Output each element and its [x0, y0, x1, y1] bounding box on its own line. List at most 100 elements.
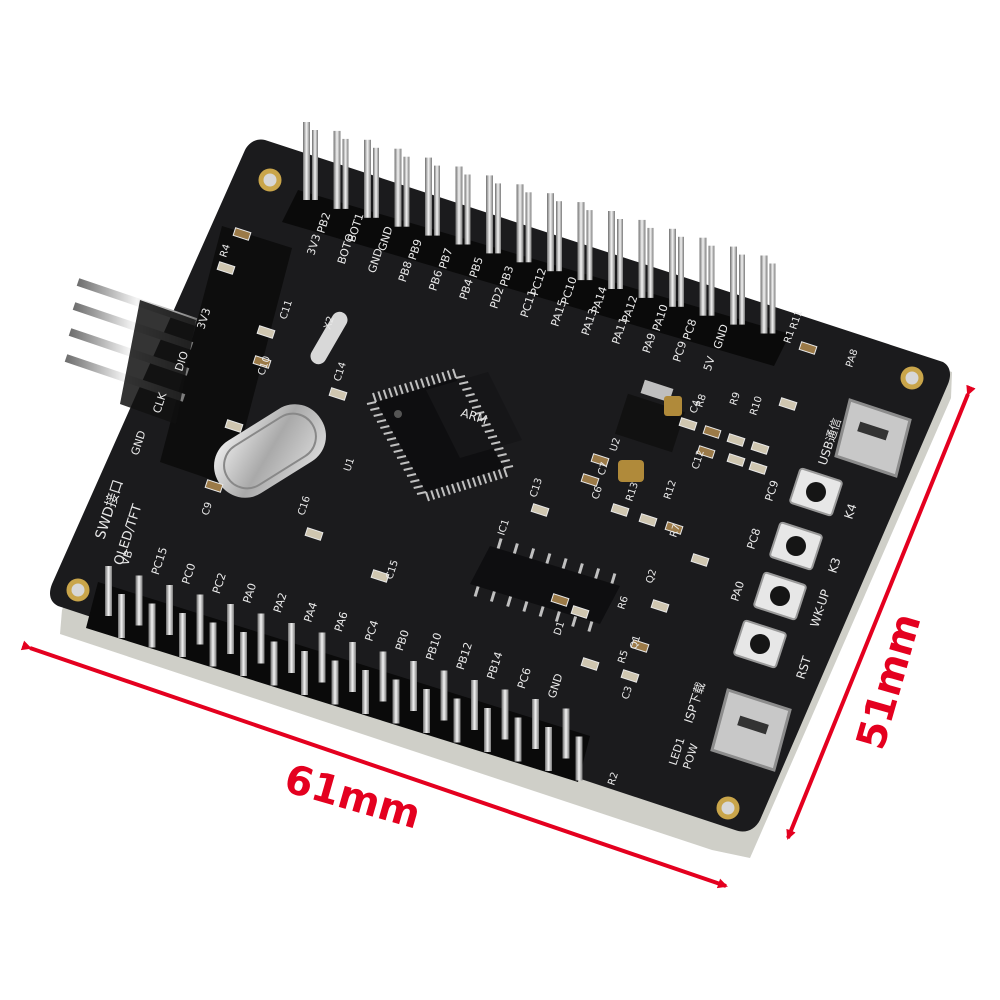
- header-pin: [501, 689, 509, 740]
- header-pin: [166, 585, 173, 635]
- silkscreen-text: PA9: [640, 331, 659, 354]
- header-pin: [270, 641, 278, 686]
- smd-part: [370, 569, 390, 583]
- smd-part: [580, 473, 600, 487]
- header-pin: [105, 566, 112, 616]
- silkscreen-text: PC0: [179, 562, 198, 586]
- header-pin: [349, 642, 356, 692]
- silkscreen-text: PA0: [240, 581, 259, 604]
- header-pin: [486, 175, 493, 254]
- header-pin: [471, 680, 478, 730]
- header-pin: [288, 623, 295, 673]
- header-pin: [342, 138, 349, 209]
- width-arrow: [20, 640, 728, 889]
- header-pin: [514, 717, 522, 762]
- smd-part: [690, 553, 710, 567]
- silkscreen-text: R9: [728, 391, 743, 407]
- silkscreen-text: DIO: [172, 349, 191, 373]
- header-pin: [148, 603, 156, 648]
- smd-part: [570, 605, 590, 619]
- smd-part: [798, 341, 818, 355]
- silkscreen-text: PA8: [844, 348, 860, 369]
- header-pin: [708, 245, 715, 316]
- header-pin: [135, 575, 143, 626]
- smd-part: [610, 503, 630, 517]
- header-pin: [577, 202, 585, 281]
- button-cap: [750, 634, 770, 654]
- silkscreen-text: PC2: [210, 571, 229, 595]
- smd-part: [232, 227, 252, 241]
- silkscreen-text: IC1: [496, 518, 511, 537]
- smd-part: [678, 417, 698, 431]
- silkscreen-text: R4: [218, 243, 233, 259]
- silkscreen-text: PC8: [744, 527, 763, 551]
- smd-part: [638, 513, 658, 527]
- silkscreen-text: C9: [200, 501, 215, 517]
- silkscreen-text: C4: [688, 399, 703, 415]
- header-pin: [545, 727, 552, 771]
- smd-part: [304, 527, 324, 541]
- header-pin: [516, 184, 524, 263]
- smd-part: [328, 387, 348, 401]
- header-pin: [362, 670, 369, 714]
- silkscreen-text: U1: [342, 457, 357, 473]
- silkscreen-text: U2: [608, 437, 623, 453]
- silkscreen-text: PA6: [332, 610, 351, 633]
- header-pin: [227, 604, 234, 654]
- silkscreen-text: C7: [596, 461, 611, 477]
- smd-part: [748, 461, 768, 475]
- silkscreen-text: PC9: [670, 339, 689, 363]
- button-cap: [786, 536, 806, 556]
- header-pin: [240, 632, 247, 676]
- silkscreen-text: D1: [552, 620, 567, 637]
- top-header-pins: [303, 122, 776, 334]
- silkscreen-text: R6: [616, 595, 631, 611]
- silkscreen-text: PC4: [362, 619, 381, 643]
- header-pin: [525, 192, 532, 263]
- header-pin: [257, 613, 265, 664]
- electrolytic-caps: [618, 396, 682, 482]
- header-pin: [556, 201, 562, 272]
- smd-part: [590, 453, 610, 467]
- header-pin: [575, 736, 583, 781]
- silkscreen-text: R1: [782, 329, 797, 345]
- header-pin: [739, 254, 745, 325]
- header-pin: [379, 651, 387, 702]
- height-arrow: [786, 384, 976, 840]
- header-pin: [434, 165, 440, 236]
- silkscreen-text: PB4: [457, 277, 476, 301]
- smd-part: [726, 453, 746, 467]
- ic1-chip: [470, 538, 620, 632]
- silkscreen-text: 3V3: [304, 232, 323, 256]
- header-pin: [423, 689, 430, 733]
- header-pin: [118, 594, 125, 638]
- header-pin: [410, 661, 417, 711]
- header-pin: [453, 698, 461, 743]
- header-pin: [455, 166, 463, 245]
- silkscreen-text: R7: [668, 523, 683, 539]
- header-pin: [647, 227, 654, 298]
- header-pin: [669, 228, 676, 307]
- header-pin: [495, 183, 501, 254]
- silkscreen-text: PA2: [271, 591, 290, 614]
- silkscreen-text: 3V3: [194, 306, 213, 330]
- header-pin: [562, 708, 570, 759]
- swd-header: [64, 226, 292, 486]
- silkscreen-text: PB2: [314, 211, 333, 235]
- header-pin: [196, 594, 204, 645]
- smd-part: [726, 433, 746, 447]
- header-pin: [617, 219, 623, 289]
- silkscreen-text: Q2: [644, 568, 659, 585]
- silkscreen-text: PB6: [426, 268, 445, 292]
- header-pin: [403, 156, 410, 227]
- header-pin: [699, 237, 707, 316]
- header-pin: [678, 236, 684, 307]
- smd-part: [204, 479, 224, 493]
- silkscreen-text: 5V: [701, 354, 718, 372]
- silkscreen-text: PB5: [467, 255, 486, 279]
- header-pin: [333, 130, 341, 209]
- silkscreen-text: PB3: [497, 264, 516, 288]
- header-pin: [440, 670, 448, 721]
- header-pin: [364, 139, 371, 218]
